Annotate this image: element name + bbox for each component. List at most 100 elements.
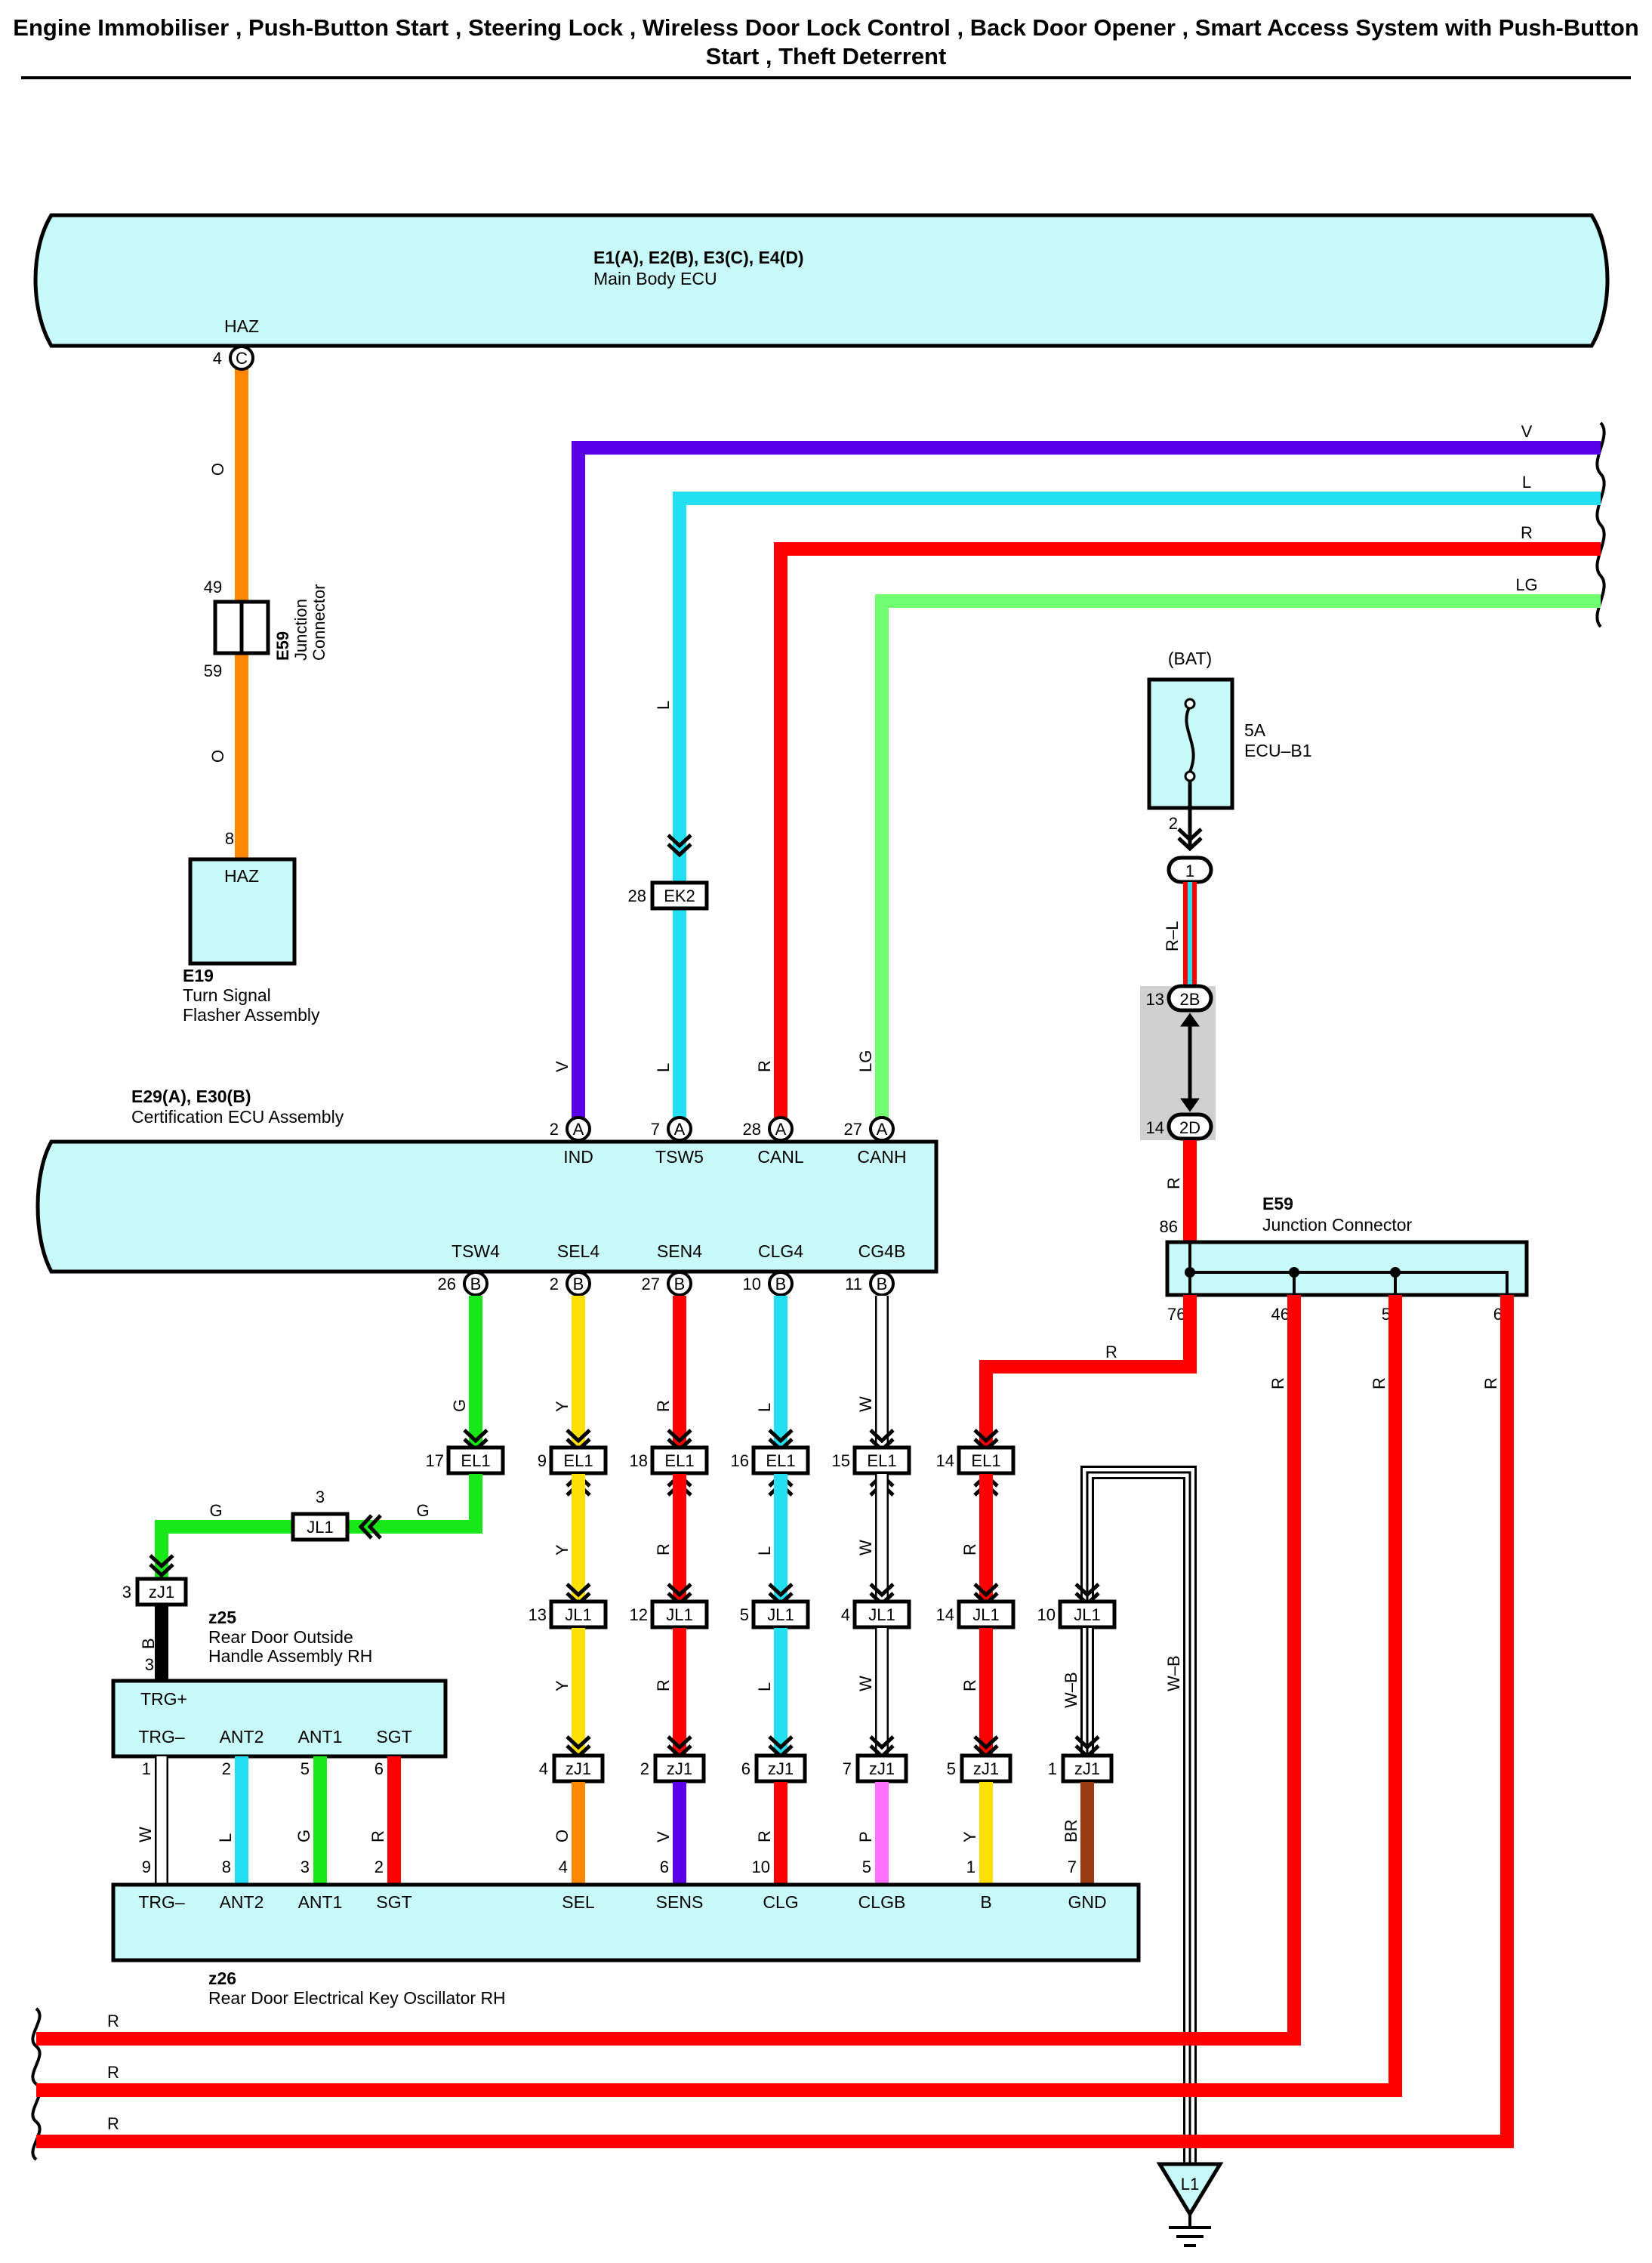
jl1-connector-5-label: JL1: [1074, 1605, 1100, 1624]
cert-top-wire-label-1: L: [654, 1063, 673, 1072]
e59-splice-dot-2: [1390, 1267, 1401, 1278]
jl1-pin-4: 14: [936, 1605, 954, 1624]
wire-zj1-z26-label-1: V: [654, 1831, 673, 1842]
bus-wire-label-2: R: [1521, 523, 1533, 542]
wire-el1-jl1-label-0: Y: [553, 1544, 572, 1555]
z25-name-2: Handle Assembly RH: [208, 1646, 372, 1666]
bat-label: (BAT): [1168, 649, 1212, 668]
wire-cert-bottom-label-2: R: [654, 1400, 673, 1412]
wire-r-l-stripe: [1188, 882, 1192, 988]
zj1-connector-3-label: zJ1: [869, 1759, 895, 1778]
cert-bottom-pin-clg4-letter: B: [775, 1275, 787, 1293]
cert-bottom-pin-num-3: 10: [743, 1275, 761, 1293]
bottom-bus-label-2: R: [107, 2114, 119, 2133]
wire-cert-bottom-label-4: W: [856, 1396, 875, 1412]
fuse-element: [1185, 705, 1195, 772]
e59-junction-connector: [1165, 1240, 1529, 1297]
zj1-pin-4: 5: [947, 1759, 956, 1778]
wire-e59-76-label: R: [1105, 1343, 1117, 1361]
pin-main-ecu-haz-num: 4: [213, 349, 222, 368]
z25-pin-num-3: 6: [374, 1759, 384, 1778]
wire-z25-black-label: B: [139, 1638, 158, 1649]
wire-z25-z26-label-3: R: [368, 1830, 387, 1842]
tsw5-upper-label: L: [654, 701, 673, 710]
relay-connector-2b-label: 2B: [1180, 990, 1200, 1009]
z26-pin-num-2: 3: [301, 1858, 310, 1876]
fuse-rating: 5A: [1244, 720, 1266, 740]
wire-zj1-z26-label-3: P: [856, 1831, 875, 1842]
zj1-left-chevron-b: [149, 1563, 174, 1578]
wire-ground-label: W–B: [1164, 1655, 1183, 1691]
el1-pin-1: 9: [538, 1451, 547, 1470]
e59-splice-dot-0: [1185, 1267, 1195, 1278]
e59-right-pin-out-1: 46: [1271, 1305, 1290, 1324]
fuse-name: ECU–B1: [1244, 741, 1311, 760]
z25-pin-num-1: 2: [222, 1759, 231, 1778]
ground-l1-label: L1: [1181, 2175, 1199, 2194]
cert-bottom-pin-name-0: TSW4: [452, 1241, 500, 1261]
el1-pin-5: 14: [936, 1451, 954, 1470]
wire-relay-out-label: R: [1164, 1177, 1183, 1189]
cert-top-pin-num-3: 27: [844, 1120, 862, 1139]
jl1-pin-2: 5: [740, 1605, 749, 1624]
el1-pin-0: 17: [426, 1451, 444, 1470]
zj1-pin-2: 6: [741, 1759, 750, 1778]
wire-el1-jl1-label-4: R: [960, 1543, 979, 1555]
wire-ground-outline: [1080, 1466, 1197, 2163]
el1-chevron-3-a: [768, 1429, 794, 1444]
cert-top-pin-ind-letter: A: [573, 1120, 584, 1139]
bottom-bus-label-1: R: [107, 2063, 119, 2082]
cert-top-pin-tsw5: [667, 1116, 692, 1142]
z25-pin-num-2: 5: [301, 1759, 310, 1778]
jl1-connector-1: [650, 1599, 709, 1629]
jl1-chevron-5-a: [1074, 1583, 1100, 1598]
wire-el1-jl1-label-3: W: [856, 1540, 875, 1555]
e59-right-pin-out-3: 6: [1493, 1305, 1503, 1324]
jl1-chevron-1-a: [667, 1583, 692, 1598]
fuse-chevron-a: [1177, 828, 1203, 843]
jl1-connector-0-label: JL1: [565, 1605, 591, 1624]
zj1-chevron-4-a: [973, 1735, 999, 1750]
zj1-left-chevron-a: [149, 1554, 174, 1569]
cert-bottom-pin-name-2: SEN4: [657, 1241, 702, 1261]
el1-connector-4-label: EL1: [867, 1451, 896, 1470]
cert-bottom-pin-num-2: 27: [642, 1275, 660, 1293]
wire-jl1-zj1-label-1: R: [654, 1679, 673, 1691]
e59-top-name-2: Connector: [310, 584, 328, 661]
e59-right-pin-in: 86: [1160, 1217, 1178, 1236]
el1-pin-3: 16: [731, 1451, 749, 1470]
z26-pin-name-7: CLGB: [858, 1892, 906, 1912]
cert-top-pin-name-3: CANH: [857, 1147, 906, 1167]
wire-zj1-z26-label-0: O: [553, 1830, 572, 1842]
el1-connector-5-label: EL1: [971, 1451, 1000, 1470]
cert-top-pin-ind: [566, 1116, 591, 1142]
bus-wire-label-1: L: [1522, 473, 1531, 492]
fuse-pin: 2: [1169, 814, 1178, 833]
z26-pin-name-4: SEL: [562, 1892, 595, 1912]
zj1-chevron-3-a: [869, 1735, 895, 1750]
fuse-chevron-b: [1177, 837, 1203, 852]
bus-wire-3: [875, 594, 1601, 1118]
cert-bottom-pin-sen4: [667, 1271, 692, 1296]
el1-chevron-5-a: [973, 1429, 999, 1444]
wire-green-label-right: G: [416, 1501, 429, 1520]
turn-signal-name-1: Turn Signal: [183, 985, 271, 1005]
bottom-bus-label-0: R: [107, 2012, 119, 2030]
wire-zj1-z26-label-4: Y: [960, 1831, 979, 1842]
ek2-pin: 28: [628, 886, 646, 905]
z26-pin-name-8: B: [980, 1892, 991, 1912]
jl1-pin-0: 13: [529, 1605, 547, 1624]
zj1-connector-5-label: zJ1: [1074, 1759, 1100, 1778]
relay-connector-2b: [1167, 984, 1213, 1013]
z26-pin-name-3: SGT: [376, 1892, 411, 1912]
ek2-chevron-b: [667, 843, 692, 858]
cert-bottom-pin-num-1: 2: [550, 1275, 559, 1293]
relay-connector-2d: [1167, 1112, 1213, 1141]
zj1-connector-2: [754, 1753, 807, 1784]
jl1-pin-1: 12: [630, 1605, 648, 1624]
wire-el1-jl1-label-1: R: [654, 1543, 673, 1555]
cert-top-pin-canl-letter: A: [775, 1120, 787, 1139]
zj1-pin-5: 1: [1048, 1759, 1057, 1778]
wire-e59-out-label-1: R: [1370, 1377, 1388, 1389]
cert-top-pin-num-1: 7: [651, 1120, 660, 1139]
